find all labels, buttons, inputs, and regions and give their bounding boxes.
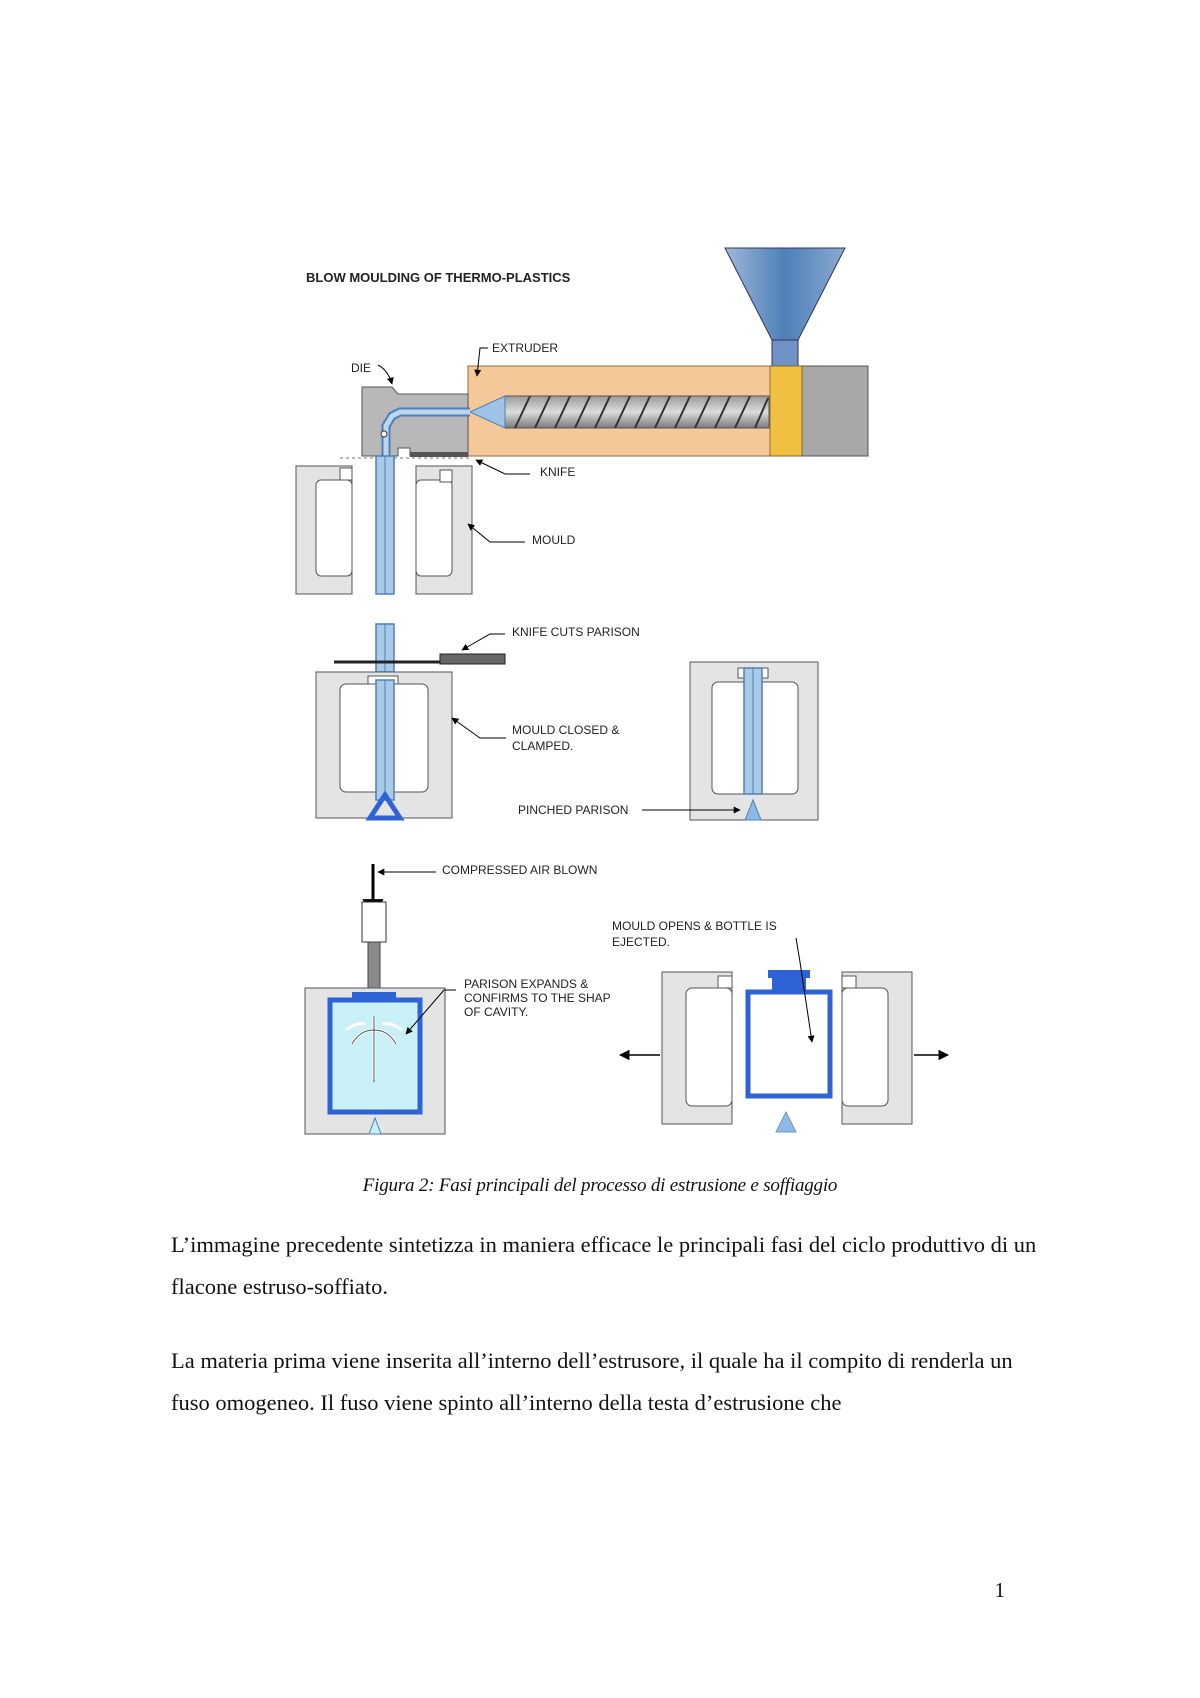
label-mould-closed-2: CLAMPED. (512, 739, 573, 753)
paragraph-1: L’immagine precedente sintetizza in mani… (171, 1232, 1037, 1299)
label-mould: MOULD (532, 533, 576, 547)
label-extruder: EXTRUDER (492, 341, 558, 355)
figure-caption: Figura 2: Fasi principali del processo d… (362, 1175, 838, 1196)
mould-left-open (295, 465, 353, 595)
pinched-triangle (365, 790, 405, 821)
pinch-point (744, 798, 762, 821)
knife-body (439, 653, 506, 665)
blow-pin-head (361, 901, 387, 943)
blow-moulding-diagram: BLOW MOULDING OF THERMO-PLASTICS (295, 247, 950, 1135)
drive-collar (767, 365, 803, 457)
label-pinched: PINCHED PARISON (518, 803, 628, 817)
label-opens-2: EJECTED. (612, 935, 670, 949)
label-knife-cuts: KNIFE CUTS PARISON (512, 625, 640, 639)
ejected-pinch (775, 1110, 797, 1133)
screw (468, 395, 770, 429)
hopper (724, 247, 846, 367)
mould-left-ejecting (661, 971, 733, 1125)
label-die: DIE (351, 361, 371, 375)
page-number: 1 (994, 1578, 1006, 1602)
label-parison-2: CONFIRMS TO THE SHAP (464, 991, 611, 1005)
label-opens-1: MOULD OPENS & BOTTLE IS (612, 919, 777, 933)
label-compressed-air: COMPRESSED AIR BLOWN (442, 863, 597, 877)
mould-right-ejecting (841, 971, 913, 1125)
drive-unit (799, 365, 869, 457)
ejected-bottle (745, 970, 833, 1099)
label-mould-closed-1: MOULD CLOSED & (512, 723, 619, 737)
label-parison-1: PARISON EXPANDS & (464, 977, 588, 991)
label-knife: KNIFE (540, 465, 575, 479)
label-parison-3: OF CAVITY. (464, 1005, 528, 1019)
diagram-title: BLOW MOULDING OF THERMO-PLASTICS (306, 270, 571, 285)
blow-pinch (368, 1116, 382, 1135)
die-head (361, 386, 470, 457)
paragraph-2: La materia prima viene inserita all’inte… (171, 1348, 1013, 1415)
mould-right-open (415, 465, 473, 595)
